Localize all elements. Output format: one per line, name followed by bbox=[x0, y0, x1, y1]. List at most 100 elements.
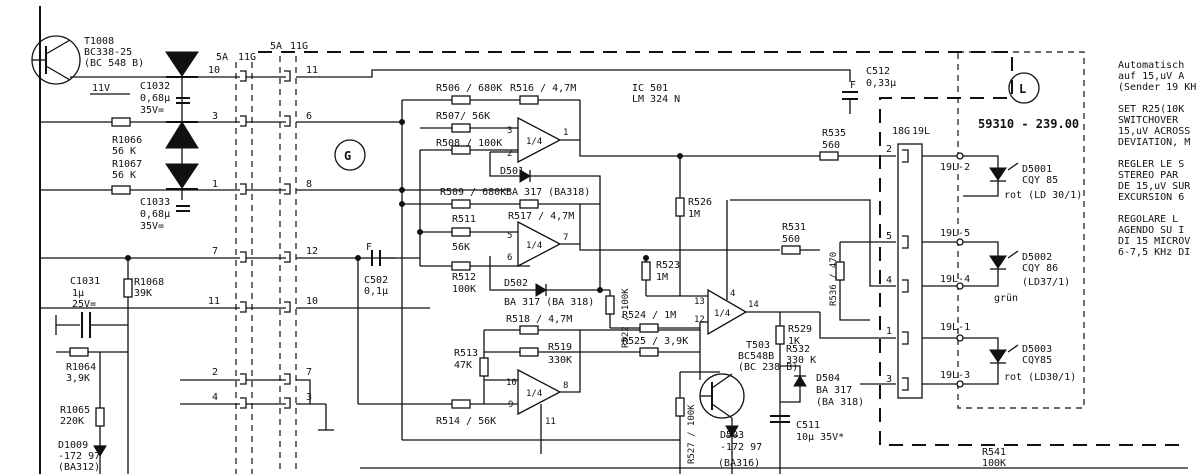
ic501-type: LM 324 N bbox=[632, 94, 680, 105]
resistor-r513: R513 47K bbox=[454, 330, 489, 404]
r532-value: 330 K bbox=[786, 355, 816, 366]
r536-label: R536 / 470 bbox=[829, 252, 839, 306]
transistor-t1008: T1008 BC338-25 (BC 548 B) bbox=[31, 35, 144, 85]
r535-ref: R535 bbox=[822, 128, 846, 139]
pin-left-3: 3 bbox=[212, 111, 218, 122]
c1032-voltage: 35V= bbox=[140, 105, 164, 116]
d501-ref: D501 bbox=[500, 166, 524, 177]
resistor-r535: R535 560 bbox=[819, 128, 846, 161]
opamp-d: 1/4 10 9 8 11 bbox=[506, 368, 568, 427]
r541-value: 100K bbox=[982, 458, 1006, 469]
resistor-r531: R531 560 bbox=[781, 222, 806, 255]
module-g-boundary bbox=[258, 51, 1188, 446]
r535-value: 560 bbox=[822, 140, 840, 151]
resistor-r522: R522 / 100K bbox=[605, 288, 631, 348]
r506-label: R506 / 680K bbox=[436, 83, 502, 94]
d5003-type: CQY85 bbox=[1022, 355, 1052, 366]
pin-brackets-right bbox=[284, 70, 291, 409]
r508-label: R508 / 100K bbox=[436, 138, 502, 149]
r525-label: R525 / 3,9K bbox=[622, 336, 688, 347]
opamp-b-frac: 1/4 bbox=[526, 241, 542, 251]
l-module-wiring: 19L-2 19L-5 19L-4 19L-1 19L-3 bbox=[922, 152, 999, 388]
adjustment-notes: Automatisch auf 15,uV A (Sender 19 KH SE… bbox=[1118, 60, 1196, 258]
resistor-r525: R525 / 3,9K bbox=[622, 336, 688, 357]
d5002-color: grün bbox=[994, 293, 1018, 304]
opamp-a: 1/4 3 2 1 bbox=[507, 116, 568, 164]
t1008-ref: T1008 bbox=[84, 36, 114, 47]
t1008-type: BC338-25 bbox=[84, 47, 132, 58]
r516-label: R516 / 4,7M bbox=[510, 83, 576, 94]
module-g-marker: G bbox=[334, 139, 366, 171]
r1064-value: 3,9K bbox=[66, 373, 90, 384]
pin-19l-1: 19L-1 bbox=[940, 322, 970, 333]
resistor-r1064: R1064 3,9K bbox=[56, 347, 128, 384]
capacitor-c1032: C1032 0,68µ 35V= bbox=[140, 81, 190, 116]
capacitor-c502: F C502 0,1µ bbox=[364, 242, 388, 297]
r507-label: R507/ 56K bbox=[436, 111, 490, 122]
c1031-ref: C1031 bbox=[70, 276, 100, 287]
r1066-ref: R1066 bbox=[112, 135, 142, 146]
d1009-alt: (BA312) bbox=[58, 462, 100, 473]
d504-alt: (BA 318) bbox=[816, 397, 864, 408]
opamp-c-pin-pos: 12 bbox=[694, 315, 705, 325]
d503-alt: (BA316) bbox=[718, 458, 760, 469]
r1067-ref: R1067 bbox=[112, 159, 142, 170]
resistor-r1065: R1065 220K bbox=[60, 405, 105, 427]
c502-f: F bbox=[366, 242, 372, 253]
resistor-r1068: R1068 39K bbox=[123, 277, 164, 299]
opamp-c-pin-neg: 13 bbox=[694, 297, 705, 307]
resistor-r517: R517 / 4,7M bbox=[508, 199, 574, 222]
led-d5001: D5001 CQY 85 rot (LD 30/1) bbox=[989, 162, 1082, 201]
d5002-ref: D5002 bbox=[1022, 252, 1052, 263]
resistor-r516: R516 / 4,7M bbox=[510, 83, 576, 105]
pin-right-12: 12 bbox=[306, 246, 318, 257]
opamp-c-pin-pwr: 4 bbox=[730, 289, 735, 299]
r529-ref: R529 bbox=[788, 324, 812, 335]
j11g-left-label: 11G bbox=[238, 52, 256, 63]
opamp-a-frac: 1/4 bbox=[526, 137, 542, 147]
resistor-r1067: R1067 56 K bbox=[111, 159, 142, 195]
r531-value: 560 bbox=[782, 234, 800, 245]
pin-18g-3: 3 bbox=[886, 374, 892, 385]
r512-value: 100K bbox=[452, 284, 476, 295]
c1033-voltage: 35V= bbox=[140, 221, 164, 232]
resistor-r512: R512 100K bbox=[451, 261, 476, 295]
r519-value: 330K bbox=[548, 355, 572, 366]
d504-ref: D504 bbox=[816, 373, 840, 384]
r523-ref: R523 bbox=[656, 260, 680, 271]
resistor-r509: R509 / 680K bbox=[440, 187, 506, 209]
resistor-r536: R536 / 470 bbox=[829, 242, 870, 321]
r511-ref: R511 bbox=[452, 214, 476, 225]
c1031-value: 1µ bbox=[72, 288, 84, 299]
opamp-c-pin-out: 14 bbox=[748, 300, 759, 310]
d504-value: BA 317 bbox=[816, 385, 852, 396]
resistor-r541: R541 100K bbox=[360, 447, 1188, 469]
opamp-d-pin-neg: 10 bbox=[506, 378, 517, 388]
pin-19l-4: 19L-4 bbox=[940, 274, 970, 285]
d1009-value: -172 97 bbox=[58, 451, 100, 462]
connector-18g-19l: 18G 19L 2 5 4 1 3 bbox=[886, 126, 930, 399]
pin-left-7: 7 bbox=[212, 246, 218, 257]
net-11v-label: 11V bbox=[92, 83, 110, 94]
opamp-c-frac: 1/4 bbox=[714, 309, 730, 319]
t1008-alt: (BC 548 B) bbox=[84, 58, 144, 69]
r531-ref: R531 bbox=[782, 222, 806, 233]
r522-label: R522 / 100K bbox=[621, 288, 631, 348]
c1033-value: 0,68µ bbox=[140, 209, 170, 220]
r1065-ref: R1065 bbox=[60, 405, 90, 416]
d5001-color: rot (LD 30/1) bbox=[1004, 190, 1082, 201]
r513-value: 47K bbox=[454, 360, 472, 371]
pin-brackets-left bbox=[240, 70, 247, 409]
opamp-d-pin-pwr: 11 bbox=[545, 417, 556, 427]
r526-value: 1M bbox=[688, 209, 700, 220]
pin-right-11: 11 bbox=[306, 65, 318, 76]
resistor-r532: R532 330 K bbox=[786, 344, 816, 366]
resistor-r506: R506 / 680K bbox=[436, 83, 502, 105]
pin-19l-5: 19L-5 bbox=[940, 228, 970, 239]
pin-19l-2: 19L-2 bbox=[940, 162, 970, 173]
j19l-label: 19L bbox=[912, 126, 930, 137]
d502-ref: D502 bbox=[504, 278, 528, 289]
connector-5a-11g-right: 5A 11G 11 6 8 12 10 7 3 bbox=[270, 41, 318, 474]
diode-d503: D503 -172 97 (BA316) bbox=[718, 425, 762, 469]
